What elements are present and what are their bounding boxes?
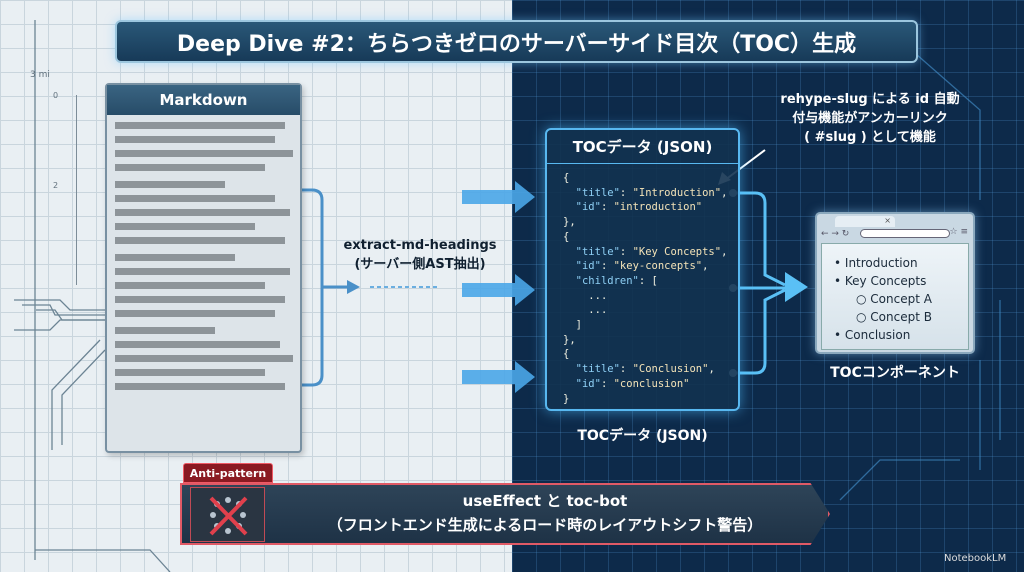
anti-pattern-desc: （フロントエンド生成によるロード時のレイアウトシフト警告） (327, 516, 763, 534)
json-panel-header: TOCデータ (JSON) (547, 130, 738, 164)
ruler: 0 2 (53, 91, 77, 285)
browser-tab-close-icon[interactable]: × (835, 216, 895, 227)
toc-subitem[interactable]: ○ Concept A (856, 292, 932, 306)
toc-subitem[interactable]: ○ Concept B (856, 310, 932, 324)
anti-pattern-tag: Anti-pattern (183, 463, 273, 483)
extractor-name: extract-md-headings (343, 238, 497, 253)
browser-menu-icon[interactable]: ☆ ≡ (949, 227, 968, 237)
page-title: Deep Dive #2：ちらつきゼロのサーバーサイド目次（TOC）生成 (115, 20, 918, 63)
markdown-panel: Markdown (105, 83, 302, 453)
toc-list: • Introduction • Key Concepts ○ Concept … (821, 243, 969, 350)
anti-pattern-text: useEffect と toc-bot （フロントエンド生成によるロード時のレイ… (275, 489, 815, 537)
toc-json-panel: TOCデータ (JSON) { "title": "Introduction",… (545, 128, 740, 411)
scale-label: 3 mi (30, 70, 50, 80)
anti-pattern-title: useEffect と toc-bot (462, 492, 628, 510)
markdown-text-lines (107, 122, 300, 390)
browser-window: × ← → ↻ ☆ ≡ • Introduction • Key Concept… (815, 212, 975, 354)
anti-pattern-banner (180, 483, 830, 545)
address-bar[interactable] (860, 229, 950, 238)
ruler-tick-2: 2 (53, 181, 59, 190)
spinner-cross-icon (190, 487, 265, 542)
notebooklm-watermark: NotebookLM (944, 553, 1007, 564)
ruler-tick-0: 0 (53, 91, 59, 100)
annotation-line: ( #slug ) として機能 (804, 130, 936, 145)
json-code: { "title": "Introduction", "id": "introd… (563, 172, 728, 405)
markdown-header: Markdown (107, 85, 300, 115)
annotation-line: 付与機能がアンカーリンク (792, 111, 948, 126)
json-panel-caption: TOCデータ (JSON) (577, 428, 708, 444)
extractor-label: extract-md-headings (サーバー側AST抽出) (330, 238, 510, 272)
browser-nav-icons[interactable]: ← → ↻ (821, 229, 850, 239)
rehype-slug-annotation: rehype-slug による id 自動 付与機能がアンカーリンク ( #sl… (760, 90, 980, 147)
annotation-line: rehype-slug による id 自動 (780, 92, 960, 107)
browser-caption: TOCコンポーネント (830, 365, 960, 381)
toc-item[interactable]: • Key Concepts (834, 274, 927, 288)
flow-arrows (462, 181, 535, 393)
toc-item[interactable]: • Introduction (834, 256, 918, 270)
extractor-desc: (サーバー側AST抽出) (354, 257, 486, 272)
toc-item[interactable]: • Conclusion (834, 328, 911, 342)
